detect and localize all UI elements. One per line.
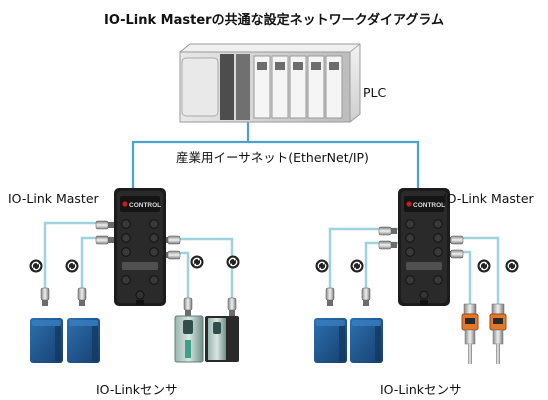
link-rotate-icon (225, 254, 241, 270)
link-rotate-icon (504, 258, 520, 274)
cable-connector-icon (378, 240, 398, 250)
cable-connector-icon (325, 287, 335, 307)
cable-connector-icon (77, 287, 87, 307)
left-sensor-label: IO-Linkセンサ (96, 382, 178, 397)
left-green-sensor-1 (174, 315, 204, 363)
cable-connector-icon (40, 287, 50, 307)
left-photo-sensor-1 (30, 318, 63, 363)
left-master-label: IO-Link Master (8, 191, 99, 206)
cable-connector-icon (183, 297, 193, 317)
cable-connector-icon (361, 287, 371, 307)
right-pressure-sensor-1 (461, 303, 479, 364)
left-photo-sensor-2 (67, 318, 100, 363)
right-master-label: IO-Link Master (443, 191, 534, 206)
cable-connector-icon (95, 235, 115, 245)
plc-label: PLC (363, 85, 387, 100)
right-sensor-label: IO-Linkセンサ (380, 382, 462, 397)
plc-chassis (179, 43, 361, 123)
diagram-title: IO-Link Masterの共通な設定ネットワークダイアグラム (103, 13, 445, 28)
cable-connector-icon (378, 226, 398, 236)
link-rotate-icon (28, 258, 44, 274)
link-rotate-icon (64, 258, 80, 274)
link-rotate-icon (189, 254, 205, 270)
ethernet-network-line (131, 122, 420, 188)
left-sensor-cables (43, 221, 234, 306)
left-green-sensor-2 (205, 316, 239, 362)
link-rotate-icon (476, 258, 492, 274)
left-io-link-master (113, 187, 167, 307)
right-pressure-sensor-2 (489, 303, 507, 364)
link-rotate-icon (314, 258, 330, 274)
cable-connector-icon (227, 297, 237, 317)
link-rotate-icon (349, 258, 365, 274)
right-photo-sensor-1 (314, 318, 347, 363)
network-label: 産業用イーサネット(EtherNet/IP) (176, 150, 369, 165)
cable-connector-icon (95, 220, 115, 230)
right-photo-sensor-2 (350, 318, 383, 363)
